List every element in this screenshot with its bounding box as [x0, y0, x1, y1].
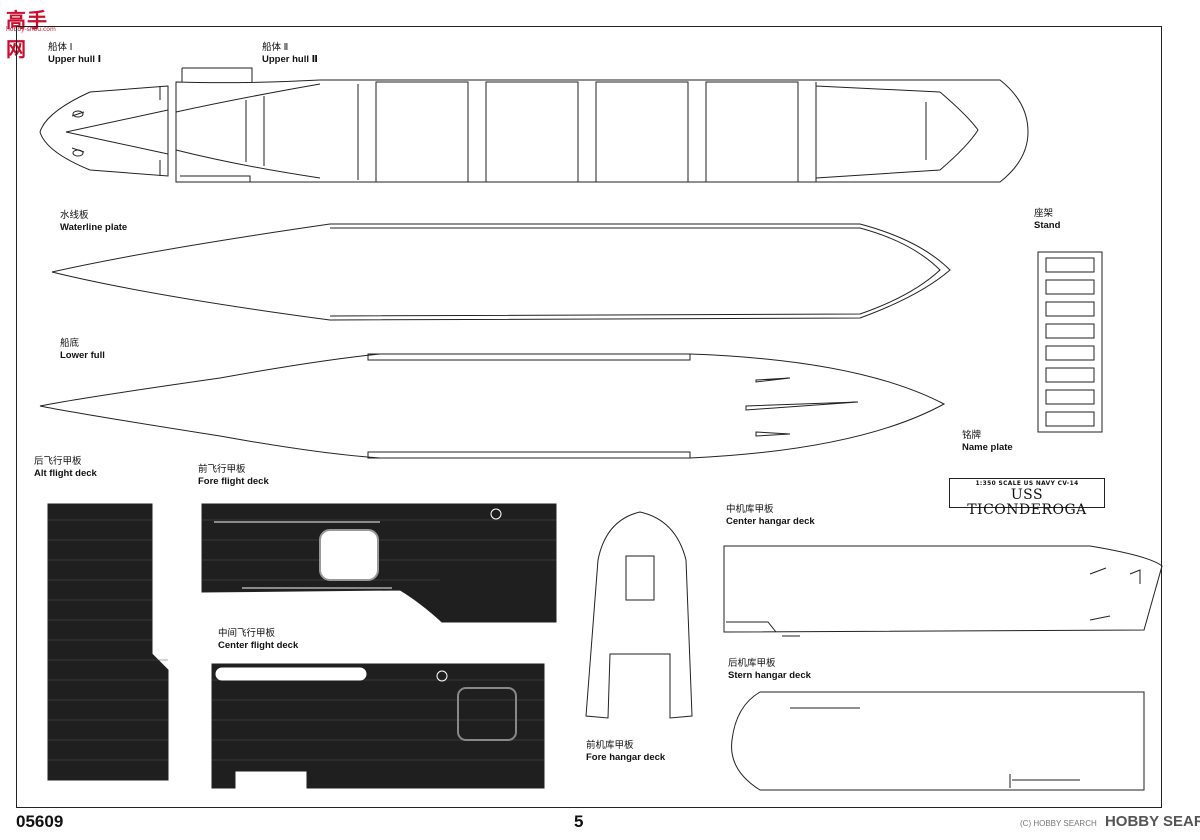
label-waterline-plate-cn: 水线板 [60, 210, 89, 221]
label-center-hangar-deck: 中机库甲板 Center hangar deck [726, 504, 815, 528]
label-upper-hull-2-cn: 船体 Ⅱ [262, 42, 289, 53]
center-hangar-deck-part [723, 545, 1163, 633]
watermark-text: HOBBY SEARCH [1104, 813, 1200, 830]
upper-hull-1-part [39, 85, 169, 177]
label-upper-hull-1-en: Upper hull Ⅰ [48, 54, 102, 65]
label-center-flight-deck: 中间飞行甲板 Center flight deck [218, 628, 298, 652]
label-name-plate: 铭牌 Name plate [962, 430, 1013, 454]
label-upper-hull-2-en: Upper hull Ⅱ [262, 54, 318, 65]
logo-subtext: hobby-shou.com [6, 26, 56, 33]
name-plate-part: 1:350 SCALE US NAVY CV-14 USS TICONDEROG… [949, 478, 1105, 518]
label-name-plate-en: Name plate [962, 442, 1013, 453]
product-code: 05609 [16, 812, 64, 831]
label-stern-hangar-deck-en: Stern hangar deck [728, 670, 811, 681]
label-fore-flight-deck: 前飞行甲板 Fore flight deck [198, 464, 269, 488]
center-flight-deck-part [211, 663, 545, 789]
upper-hull-2-part [175, 67, 1029, 183]
label-aft-flight-deck-cn: 后飞行甲板 [34, 456, 82, 467]
watermark-copy: (C) HOBBY SEARCH [1020, 819, 1097, 828]
label-waterline-plate: 水线板 Waterline plate [60, 210, 127, 234]
stand-part [1037, 251, 1103, 433]
label-aft-flight-deck-en: Alt flight deck [34, 468, 97, 479]
label-stand-cn: 座架 [1034, 208, 1054, 219]
label-stern-hangar-deck-cn: 后机库甲板 [728, 658, 776, 669]
stern-hangar-deck-part [731, 691, 1145, 791]
label-lower-hull-en: Lower full [60, 350, 105, 361]
label-upper-hull-1: 船体 Ⅰ Upper hull Ⅰ [48, 42, 101, 66]
label-center-hangar-deck-en: Center hangar deck [726, 516, 815, 527]
page-number: 5 [574, 812, 584, 831]
label-stand-en: Stand [1034, 220, 1061, 231]
label-center-hangar-deck-cn: 中机库甲板 [726, 504, 774, 515]
nameplate-scale-line: 1:350 SCALE US NAVY CV-14 [975, 479, 1079, 487]
lower-hull-part [39, 353, 946, 459]
label-name-plate-cn: 铭牌 [962, 430, 982, 441]
nameplate-ship-name: USS TICONDEROGA [967, 487, 1087, 518]
label-fore-hangar-deck: 前机库甲板 Fore hangar deck [586, 740, 665, 764]
label-stern-hangar-deck: 后机库甲板 Stern hangar deck [728, 658, 811, 682]
label-aft-flight-deck: 后飞行甲板 Alt flight deck [34, 456, 97, 480]
sheet-frame [16, 26, 1162, 808]
label-upper-hull-2: 船体 Ⅱ Upper hull Ⅱ [262, 42, 318, 66]
label-waterline-plate-en: Waterline plate [60, 222, 128, 233]
label-lower-hull-cn: 船底 [60, 338, 80, 349]
aft-flight-deck-part [47, 503, 169, 781]
label-upper-hull-1-cn: 船体 Ⅰ [48, 42, 73, 53]
label-lower-hull: 船底 Lower full [60, 338, 105, 362]
label-fore-flight-deck-cn: 前飞行甲板 [198, 464, 246, 475]
label-fore-hangar-deck-cn: 前机库甲板 [586, 740, 634, 751]
label-stand: 座架 Stand [1034, 208, 1060, 232]
fore-hangar-deck-part [585, 511, 693, 719]
label-fore-flight-deck-en: Fore flight deck [198, 476, 269, 487]
label-center-flight-deck-cn: 中间飞行甲板 [218, 628, 276, 639]
watermark: (C) HOBBY SEARCH HOBBY SEARCH [1020, 813, 1200, 830]
waterline-plate-part [51, 223, 951, 321]
label-center-flight-deck-en: Center flight deck [218, 640, 299, 651]
label-fore-hangar-deck-en: Fore hangar deck [586, 752, 666, 763]
